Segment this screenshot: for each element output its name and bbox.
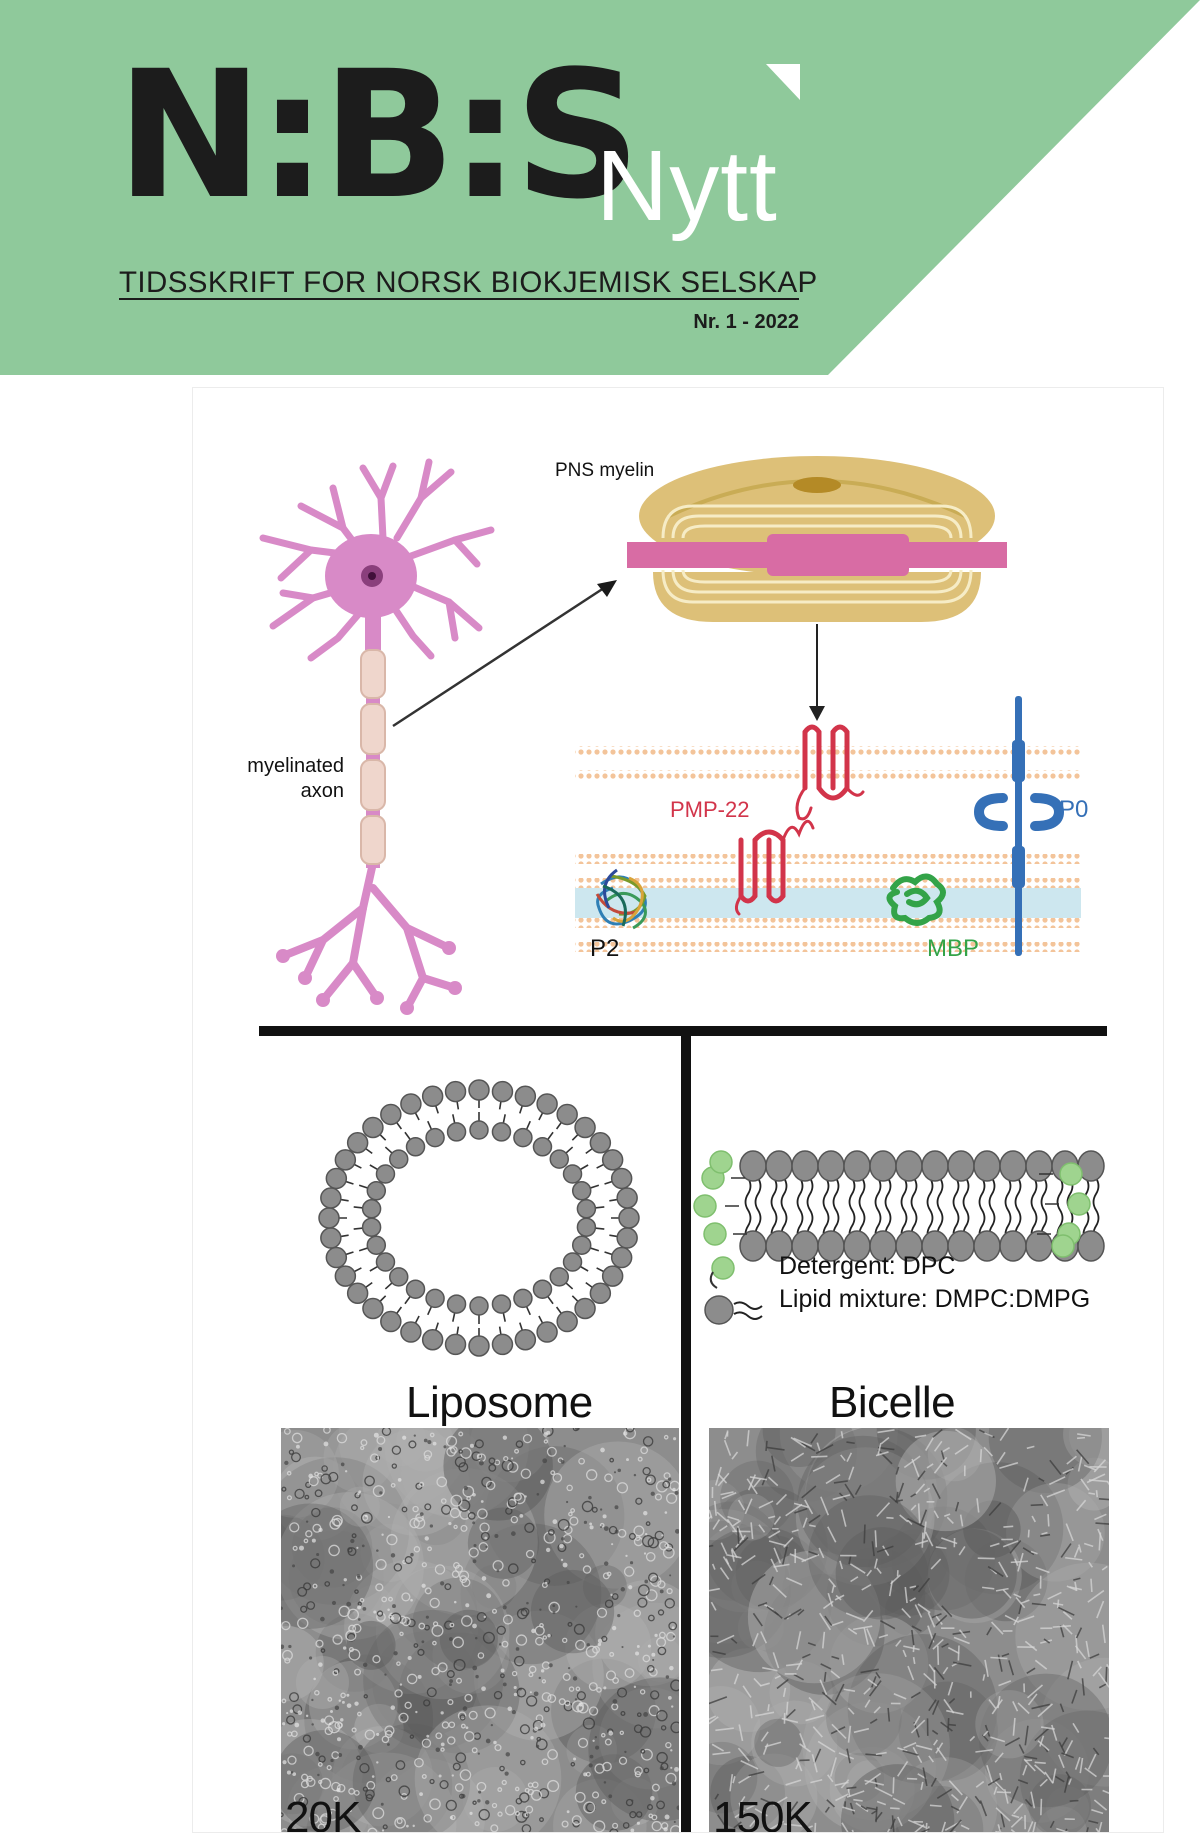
issue-number: Nr. 1 - 2022 bbox=[693, 311, 799, 333]
journal-tagline: TIDSSKRIFT FOR NORSK BIOKJEMISK SELSKAP bbox=[119, 266, 818, 299]
magnification-150k: 150K bbox=[713, 1793, 813, 1833]
label-pns-myelin: PNS myelin bbox=[555, 460, 655, 481]
figure-illustration bbox=[259, 456, 1107, 1832]
masthead-banner: N:B:S Nytt TIDSSKRIFT FOR NORSK BIOKJEMI… bbox=[0, 0, 1200, 375]
tagline-rule bbox=[119, 298, 799, 300]
pmp22-protein bbox=[734, 724, 865, 916]
label-p2: P2 bbox=[590, 935, 620, 962]
neuron-illustration bbox=[259, 458, 495, 1015]
label-axon: axon bbox=[300, 780, 344, 802]
horizontal-divider bbox=[259, 1026, 1107, 1036]
bicelle-illustration bbox=[693, 1150, 1105, 1262]
zoom-arrow bbox=[392, 580, 617, 728]
myelin-sheath-segments bbox=[360, 649, 386, 868]
em-texture-left bbox=[281, 1428, 679, 1832]
logo-nytt: Nytt bbox=[596, 130, 778, 242]
label-mbp: MBP bbox=[927, 935, 980, 962]
myelin-membrane-stack bbox=[575, 746, 1081, 952]
pns-myelin-diagram bbox=[627, 456, 1007, 721]
p2-protein bbox=[595, 868, 647, 930]
vertical-divider bbox=[681, 1036, 691, 1832]
label-pmp22: PMP-22 bbox=[670, 797, 750, 822]
label-liposome: Liposome bbox=[406, 1378, 593, 1427]
magnification-20k: 20K bbox=[285, 1793, 361, 1833]
label-detergent: Detergent: DPC bbox=[779, 1252, 956, 1280]
mbp-protein bbox=[886, 873, 946, 926]
liposome-illustration bbox=[318, 1079, 640, 1357]
p0-protein bbox=[973, 696, 1065, 956]
label-lipid-mixture: Lipid mixture: DMPC:DMPG bbox=[779, 1285, 1091, 1313]
label-myelinated: myelinated bbox=[247, 755, 344, 777]
lipid-legend-icon bbox=[704, 1295, 763, 1325]
label-p0: P0 bbox=[1059, 796, 1089, 823]
em-texture-right bbox=[709, 1428, 1109, 1832]
detergent-legend-icon bbox=[709, 1256, 735, 1289]
liposome-em-micrograph: 20K bbox=[281, 1428, 679, 1833]
logo-nbs: N:B:S bbox=[116, 33, 641, 238]
label-bicelle: Bicelle bbox=[829, 1378, 956, 1427]
bicelle-em-micrograph: 150K bbox=[709, 1428, 1109, 1833]
cover-figure: PNS myelin myelinated axon PMP-22 P0 P2 … bbox=[192, 387, 1164, 1833]
banner-background bbox=[0, 0, 1200, 375]
logo-corner-mark bbox=[766, 64, 800, 100]
